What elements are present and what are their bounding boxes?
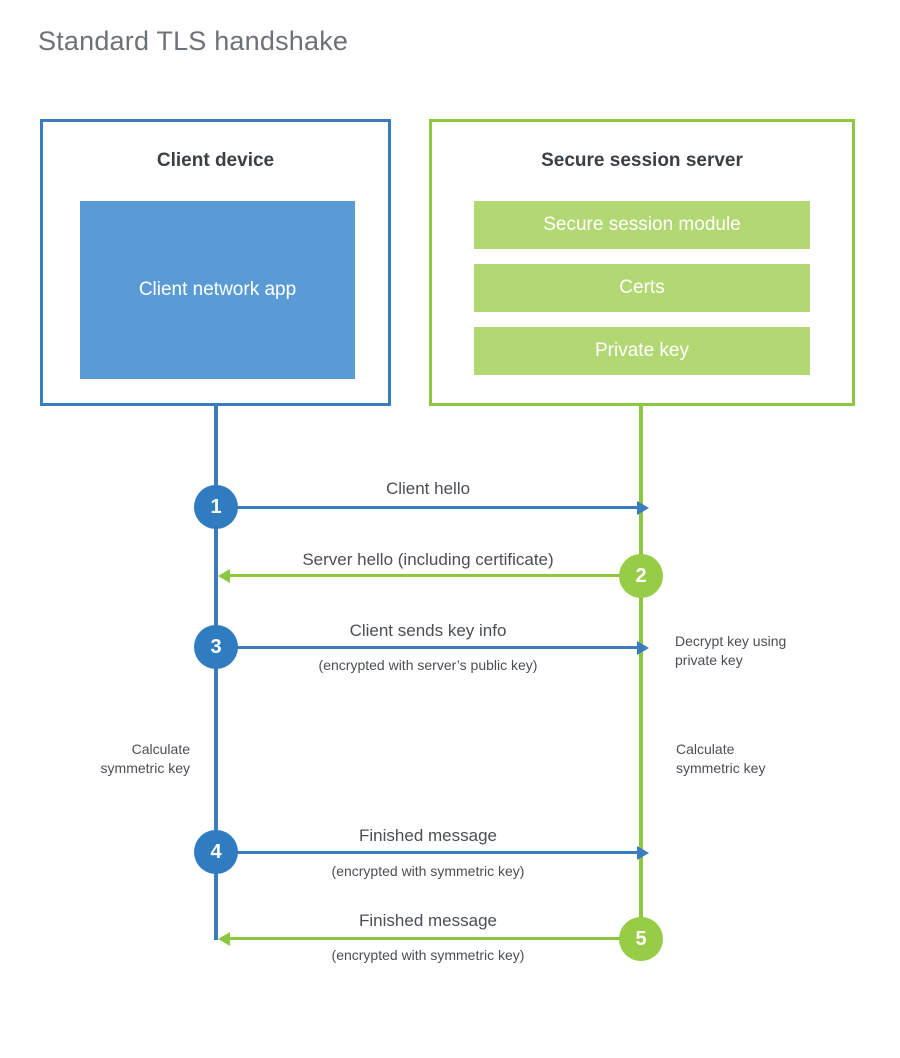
server-component-secure-session-module: Secure session module bbox=[474, 201, 810, 249]
server-component-certs: Certs bbox=[474, 264, 810, 312]
arrow-step-3 bbox=[216, 640, 649, 655]
secure-session-server-title: Secure session server bbox=[541, 150, 743, 171]
step-3-label: Client sends key info bbox=[349, 621, 507, 640]
server-component-private-key: Private key bbox=[474, 327, 810, 375]
step-4-label: Finished message bbox=[359, 826, 497, 845]
client-network-app-block: Client network app bbox=[80, 201, 355, 379]
arrowhead-right-icon bbox=[637, 640, 649, 655]
step-1-label: Client hello bbox=[385, 479, 471, 498]
step-marker-1: 1 bbox=[194, 485, 238, 529]
server-lifeline bbox=[639, 406, 643, 939]
arrowhead-left-icon bbox=[218, 568, 230, 583]
step-marker-3: 3 bbox=[194, 625, 238, 669]
arrow-step-5 bbox=[218, 931, 639, 946]
arrow-step-4 bbox=[216, 845, 649, 860]
arrowhead-left-icon bbox=[218, 931, 230, 946]
arrowhead-right-icon bbox=[637, 845, 649, 860]
annotation-server-calculate-symmetric-key: Calculate symmetric key bbox=[676, 741, 766, 776]
client-device-box: Client device Client network app bbox=[40, 119, 391, 406]
arrow-step-1 bbox=[216, 500, 649, 515]
step-marker-5: 5 bbox=[619, 917, 663, 961]
annotation-decrypt-key: Decrypt key using private key bbox=[675, 633, 787, 668]
server-component-list: Secure session module Certs Private key bbox=[474, 201, 810, 375]
arrow-step-2 bbox=[218, 568, 639, 583]
step-2-label: Server hello (including certificate) bbox=[302, 550, 554, 569]
step-4-sublabel: (encrypted with symmetric key) bbox=[331, 863, 525, 879]
annotation-client-calculate-symmetric-key: Calculate symmetric key bbox=[100, 741, 190, 776]
client-device-title: Client device bbox=[156, 150, 275, 171]
client-lifeline bbox=[214, 406, 218, 940]
step-5-sublabel: (encrypted with symmetric key) bbox=[331, 947, 525, 963]
page-title: Standard TLS handshake bbox=[38, 26, 349, 56]
arrowhead-right-icon bbox=[637, 500, 649, 515]
secure-session-server-box: Secure session server Secure session mod… bbox=[429, 119, 855, 406]
step-marker-2: 2 bbox=[619, 554, 663, 598]
step-marker-4: 4 bbox=[194, 830, 238, 874]
step-3-sublabel: (encrypted with server’s public key) bbox=[318, 657, 538, 673]
step-5-label: Finished message bbox=[359, 911, 497, 930]
